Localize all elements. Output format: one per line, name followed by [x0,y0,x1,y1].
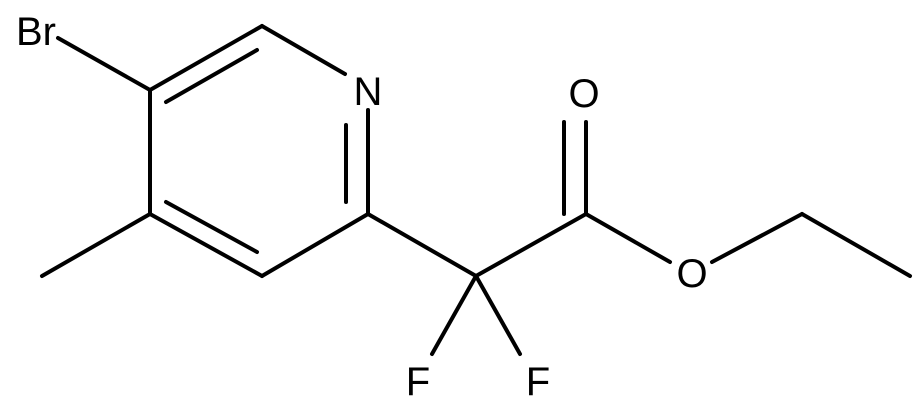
bonds [40,24,912,356]
bromine-label: Br [16,10,56,54]
bond-c3-c4 [148,212,264,278]
bond-c2-cf2 [366,212,478,278]
nitrogen-label: N [354,70,383,114]
bond-ester-o-ch2 [710,212,804,264]
bond-c4-methyl [40,212,152,278]
bond-carbonyl-ester-o [584,212,672,264]
bond-c5-c6-inner [164,48,259,104]
carbonyl-oxygen-label: O [568,72,599,116]
bond-ch2-ch3 [800,212,912,278]
bond-br-c5 [56,36,152,92]
bond-c6-n [260,24,347,76]
bond-c5-c6 [148,24,264,92]
bond-cf2-carbonyl [474,212,588,278]
fluorine-right-label: F [526,360,550,404]
bond-c2-c3 [260,212,370,278]
bond-cf2-f-right [474,274,522,356]
bond-cf2-f-left [430,274,478,356]
bond-c3-c4-inner [164,200,259,254]
fluorine-left-label: F [406,360,430,404]
ester-oxygen-label: O [676,252,707,296]
atom-labels: Br N O O F F [16,10,708,404]
